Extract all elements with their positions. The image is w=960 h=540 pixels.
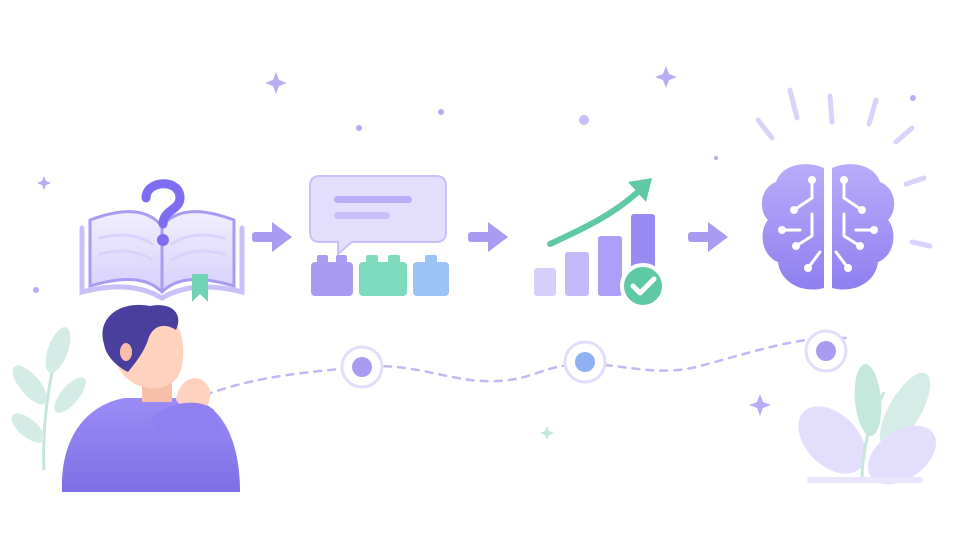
chat-bubble-blocks-icon xyxy=(309,175,449,296)
bookmark-icon xyxy=(192,274,208,302)
sparkle-icon xyxy=(540,426,554,440)
building-block-icon xyxy=(311,255,353,296)
sparkle-icon xyxy=(749,394,771,416)
thinking-person xyxy=(61,304,241,492)
sparkle-icon xyxy=(655,66,677,88)
dot xyxy=(910,95,916,101)
plant-right xyxy=(798,364,937,485)
dot xyxy=(438,109,444,115)
growth-chart-check-icon xyxy=(534,178,666,309)
brain-circuit-icon xyxy=(755,87,933,290)
plant-left xyxy=(11,327,86,471)
open-book-question-icon xyxy=(79,179,245,302)
arrow-right-icon xyxy=(688,222,728,252)
building-block-icon xyxy=(359,255,407,296)
dot xyxy=(579,115,589,125)
sparkle-icon xyxy=(37,176,51,190)
path-nodes xyxy=(340,329,848,389)
path-node xyxy=(563,340,607,384)
sparkle-icon xyxy=(265,72,287,94)
building-block-icon xyxy=(413,255,449,296)
dot xyxy=(714,156,718,160)
check-badge-icon xyxy=(620,263,666,309)
dot xyxy=(356,125,362,131)
arrow-right-icon xyxy=(252,222,292,252)
journey-path xyxy=(203,336,848,397)
decorative-sparkles xyxy=(33,66,916,440)
path-node xyxy=(804,329,848,373)
dot xyxy=(33,287,39,293)
arrow-right-icon xyxy=(468,222,508,252)
path-node xyxy=(340,345,384,389)
trend-arrow-icon xyxy=(547,187,643,247)
question-mark-icon xyxy=(141,179,185,246)
